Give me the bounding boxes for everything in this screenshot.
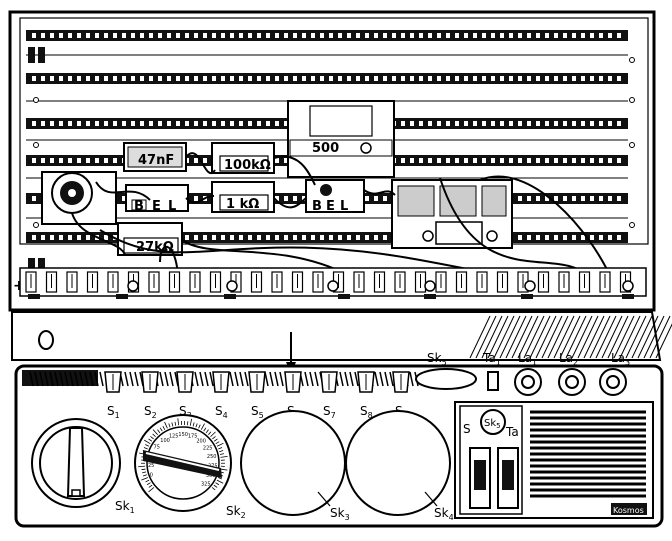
switch-knob[interactable] [177,372,193,392]
switch-knob[interactable] [213,372,229,392]
dial-number: 325 [201,481,211,487]
dial-number: 125 [169,433,179,439]
dial-number: 25 [148,463,154,469]
terminal-clip[interactable] [436,272,446,292]
terminal-screw [525,281,535,291]
terminal-screw [227,281,237,291]
dial-number: 200 [196,438,206,444]
terminal-clip[interactable] [313,272,323,292]
terminal-foot [521,294,533,299]
base-mark: B [134,199,144,214]
switch-knob[interactable] [321,372,337,392]
terminal-foot [622,294,634,299]
resistor-1k: 1 kΩ [212,182,274,212]
switch-knob[interactable] [142,372,158,392]
terminal-clip[interactable] [190,272,200,292]
terminal-clip[interactable] [26,272,36,292]
dial-number: 0 [150,472,153,478]
terminal-clip[interactable] [293,272,303,292]
label-ta-box: Ta [505,425,519,439]
resistor-100k-label: 100kΩ [224,158,271,173]
right-control-box: Sk5 S Ta Kosmos [455,402,653,518]
terminal-clip[interactable] [600,272,610,292]
capacitor-label: 47nF [138,153,174,168]
terminal-clip[interactable] [252,272,262,292]
transistor-left: B E L [126,185,188,214]
maker-label: Kosmos [613,506,644,515]
terminal-screw [328,281,338,291]
terminal-foot [116,294,128,299]
terminal-clip[interactable] [211,272,221,292]
knob-sk1[interactable] [32,419,120,507]
terminal-clip[interactable] [354,272,364,292]
terminal-clip[interactable] [539,272,549,292]
label-s-box: S [463,422,471,436]
terminal-clip[interactable] [477,272,487,292]
terminal-foot [224,294,236,299]
lamp-row [515,369,626,395]
transformer-module [392,180,512,248]
potentiometer-label: 500 [312,141,339,156]
capacitor-47nf: 47nF [124,143,186,171]
terminal-clip[interactable] [580,272,590,292]
lead-mark: L [340,199,348,214]
terminal-clip[interactable] [149,272,159,292]
terminal-clip[interactable] [416,272,426,292]
terminal-clip[interactable] [88,272,98,292]
terminal-foot [424,294,436,299]
dial-number: 75 [154,445,160,451]
panel-screw [39,331,53,349]
dial-number: 250 [207,454,217,460]
terminal-screw [623,281,633,291]
lead-mark: L [168,199,176,214]
base-mark: B [312,199,322,214]
switch-knob[interactable] [285,372,301,392]
terminal-screw [425,281,435,291]
resistor-1k-label: 1 kΩ [226,197,259,212]
terminal-clip[interactable] [375,272,385,292]
terminal-clip[interactable] [395,272,405,292]
switch-knob[interactable] [105,372,121,392]
dial-number: 150 [178,432,188,438]
terminal-clip[interactable] [272,272,282,292]
terminal-foot [338,294,350,299]
button-ta1[interactable] [488,372,498,390]
terminal-clip[interactable] [559,272,569,292]
coil-component [42,172,116,224]
emitter-mark: E [326,199,335,214]
terminal-clip[interactable] [498,272,508,292]
resistor-100k: 100kΩ [212,143,274,173]
dial-number: 225 [203,445,213,451]
terminal-clip[interactable] [47,272,57,292]
terminal-screw [128,281,138,291]
terminal-clip[interactable] [457,272,467,292]
terminal-clip[interactable] [67,272,77,292]
switch-knob[interactable] [393,372,409,392]
emitter-mark: E [152,199,161,214]
sk5-socket-oval [416,369,476,389]
switch-knob[interactable] [249,372,265,392]
terminal-foot [28,294,40,299]
tuning-dial-sk2[interactable]: 0255075100125150175200225250275300325 [135,415,231,511]
terminal-clip[interactable] [108,272,118,292]
socket-sk3[interactable] [241,411,345,515]
socket-sk4[interactable] [346,411,450,515]
switch-knob[interactable] [358,372,374,392]
terminal-clip[interactable] [170,272,180,292]
